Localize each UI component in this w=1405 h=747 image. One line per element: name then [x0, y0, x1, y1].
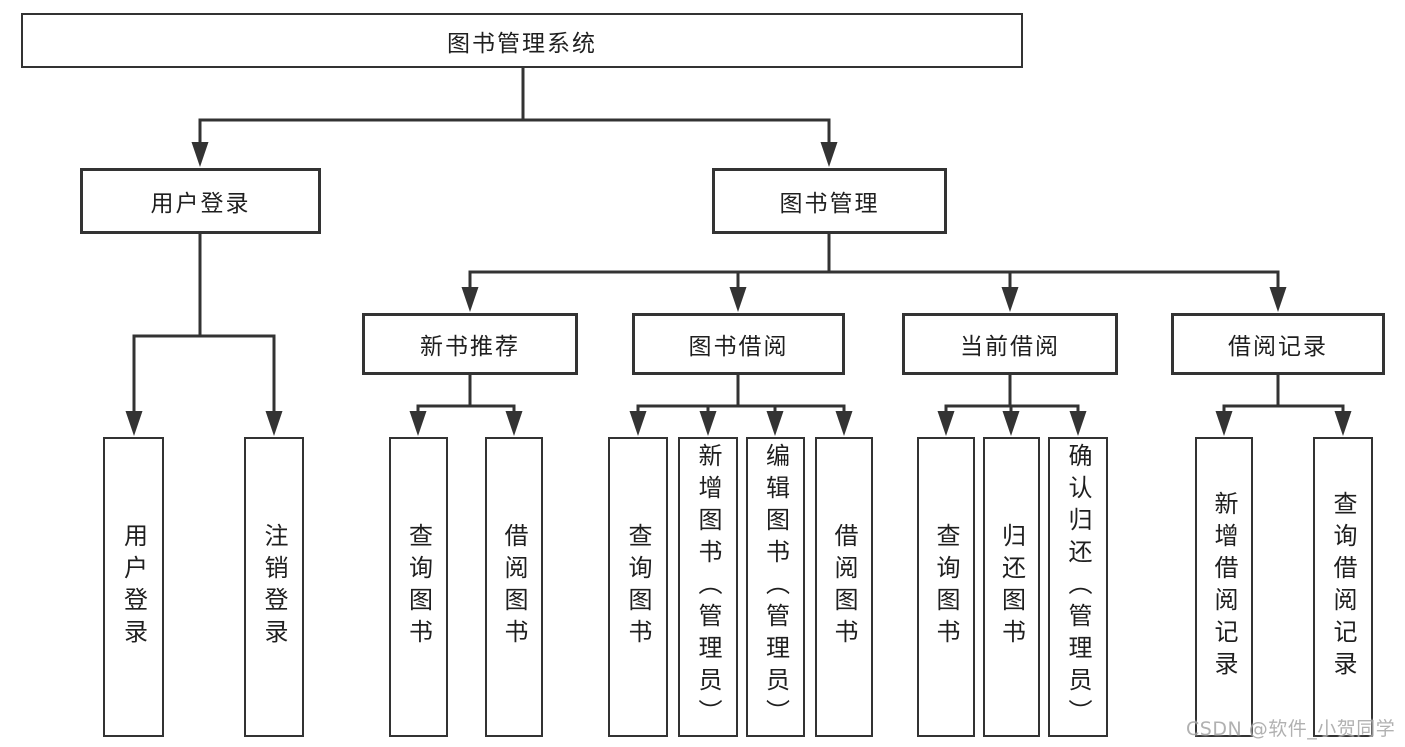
arrowhead: [1334, 411, 1352, 436]
leaf-add-books-admin: 新增图书（管理员）: [678, 437, 738, 737]
node-book-borrow: 图书借阅: [632, 313, 845, 375]
node-current-borrow: 当前借阅: [902, 313, 1118, 375]
leaf-borrow-books: 借阅图书: [815, 437, 873, 737]
arrowhead: [835, 411, 853, 436]
leaf-query-books-current: 查询图书: [917, 437, 975, 737]
arrowhead: [461, 287, 479, 312]
node-root-system: 图书管理系统: [21, 13, 1023, 68]
leaf-confirm-return-admin: 确认归还（管理员）: [1048, 437, 1108, 737]
connector-book-management-to-level3: [468, 232, 1280, 296]
connector-user-login-to-leaves: [132, 232, 276, 420]
arrowhead: [937, 411, 955, 436]
leaf-query-books-recommend: 查询图书: [389, 437, 448, 737]
node-new-book-recommend: 新书推荐: [362, 313, 578, 375]
arrowhead: [505, 411, 523, 436]
leaf-user-login: 用户登录: [103, 437, 164, 737]
arrowhead: [1001, 287, 1019, 312]
connector-current-borrow-to-leaves: [944, 373, 1080, 421]
arrowhead: [820, 142, 838, 167]
leaf-edit-books-admin: 编辑图书（管理员）: [746, 437, 805, 737]
arrowhead: [125, 411, 143, 436]
leaf-borrow-books-recommend: 借阅图书: [485, 437, 543, 737]
arrowhead: [629, 411, 647, 436]
connector-borrow-records-to-leaves: [1222, 373, 1345, 421]
arrowhead: [191, 142, 209, 167]
arrowhead: [766, 411, 784, 436]
arrowhead: [409, 411, 427, 436]
arrowhead: [1069, 411, 1087, 436]
connector-root-to-level2: [198, 66, 831, 149]
arrowhead: [1215, 411, 1233, 436]
watermark-text: CSDN @软件_小贺同学: [1186, 718, 1396, 740]
leaf-return-books: 归还图书: [983, 437, 1040, 737]
connector-book-borrow-to-leaves: [636, 373, 846, 421]
leaf-query-borrow-record: 查询借阅记录: [1313, 437, 1373, 737]
connector-new-book-to-leaves: [416, 373, 516, 421]
leaf-add-borrow-record: 新增借阅记录: [1195, 437, 1253, 737]
arrowhead: [1002, 411, 1020, 436]
arrowhead: [729, 287, 747, 312]
leaf-query-books-borrow: 查询图书: [608, 437, 668, 737]
leaf-logout: 注销登录: [244, 437, 304, 737]
node-user-login: 用户登录: [80, 168, 321, 234]
arrowhead: [265, 411, 283, 436]
node-book-management: 图书管理: [712, 168, 947, 234]
arrowhead: [699, 411, 717, 436]
arrowhead: [1269, 287, 1287, 312]
node-borrow-records: 借阅记录: [1171, 313, 1385, 375]
